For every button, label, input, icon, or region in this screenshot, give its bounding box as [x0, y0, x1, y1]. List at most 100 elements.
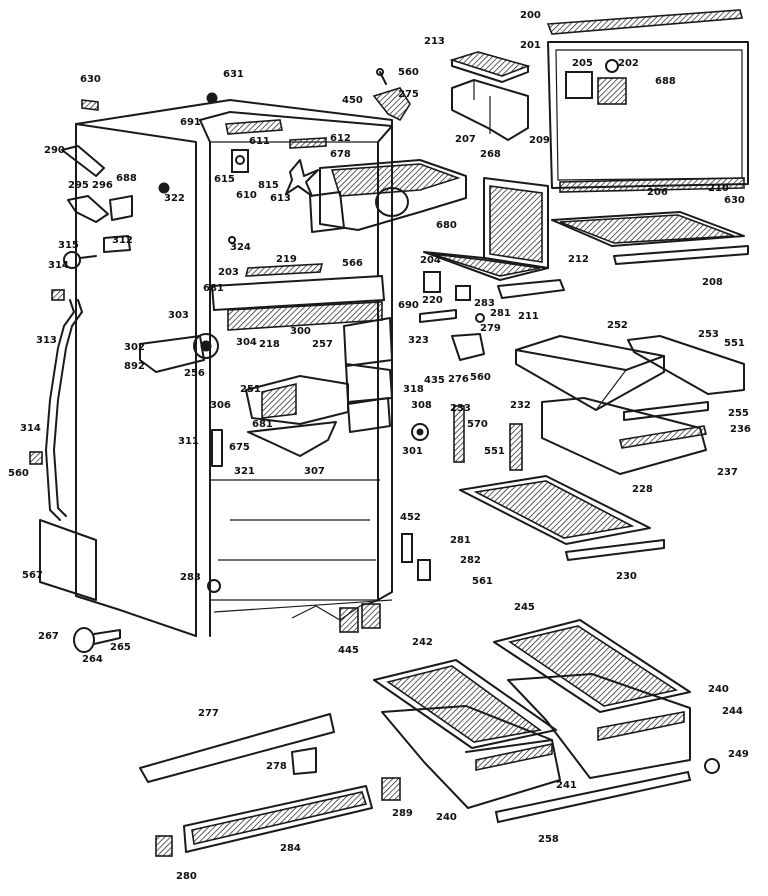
part-number-label: 240	[436, 812, 457, 823]
part-number-label: 281	[450, 535, 471, 546]
freezer-door-panel	[547, 41, 749, 193]
part-number-label: 815	[258, 180, 279, 191]
part-number-label: 268	[480, 149, 501, 160]
part-number-label: 220	[422, 295, 443, 306]
part-number-label: 445	[338, 645, 359, 656]
part-number-label: 302	[124, 342, 145, 353]
toe-grille	[155, 777, 401, 857]
refrigerator-wire-shelf	[459, 475, 665, 561]
bottom-grille-bracket	[139, 713, 335, 783]
part-number-label: 612	[330, 133, 351, 144]
part-number-label: 236	[730, 424, 751, 435]
divider-mullion	[210, 263, 386, 331]
part-number-label: 435	[424, 375, 445, 386]
part-number-label: 280	[176, 871, 197, 882]
part-number-label: 210	[708, 183, 729, 194]
part-number-label: 611	[249, 136, 270, 147]
part-number-label: 200	[520, 10, 541, 21]
part-number-label: 452	[400, 512, 421, 523]
drain-tube	[45, 299, 83, 521]
part-number-label: 303	[168, 310, 189, 321]
part-number-label: 240	[708, 684, 729, 695]
part-number-label: 322	[164, 193, 185, 204]
hinge-left-top	[51, 145, 133, 301]
part-number-label: 257	[312, 339, 333, 350]
part-number-label: 610	[236, 190, 257, 201]
shelf-bracket-hardware	[401, 271, 523, 581]
ice-bucket	[451, 79, 529, 141]
part-number-label: 256	[184, 368, 205, 379]
part-number-label: 296	[92, 180, 113, 191]
part-number-label: 308	[411, 400, 432, 411]
part-number-label: 321	[234, 466, 255, 477]
fan-blade	[285, 159, 319, 197]
fan-motor	[231, 149, 249, 173]
part-number-label: 551	[484, 446, 505, 457]
part-number-label: 203	[218, 267, 239, 278]
part-number-label: 275	[398, 89, 419, 100]
part-number-label: 311	[178, 436, 199, 447]
part-number-label: 566	[342, 258, 363, 269]
part-number-label: 306	[210, 400, 231, 411]
part-number-label: 258	[538, 834, 559, 845]
part-number-label: 276	[448, 374, 469, 385]
ice-tray	[449, 51, 531, 83]
part-number-label: 323	[408, 335, 429, 346]
part-number-label: 561	[472, 576, 493, 587]
part-number-label: 283	[180, 572, 201, 583]
part-number-label: 208	[702, 277, 723, 288]
part-number-label: 277	[198, 708, 219, 719]
part-number-label: 241	[556, 780, 577, 791]
part-number-label: 244	[722, 706, 743, 717]
part-number-label: 315	[58, 240, 79, 251]
part-number-label: 301	[402, 446, 423, 457]
part-number-label: 202	[618, 58, 639, 69]
part-number-label: 255	[728, 408, 749, 419]
part-number-label: 219	[276, 254, 297, 265]
part-number-label: 253	[698, 329, 719, 340]
part-number-label: 213	[424, 36, 445, 47]
part-number-label: 892	[124, 361, 145, 372]
crisper-drawer-right	[507, 673, 691, 779]
crisper-cover-left	[373, 659, 557, 749]
part-number-label: 249	[728, 749, 749, 760]
part-number-label: 212	[568, 254, 589, 265]
freezer-door-top-trim	[546, 9, 744, 35]
freezer-shelf-wire	[551, 211, 749, 265]
part-number-label: 688	[116, 173, 137, 184]
part-number-label: 681	[252, 419, 273, 430]
part-number-label: 284	[280, 843, 301, 854]
freezer-shelf-upright	[423, 177, 565, 299]
part-number-label: 688	[655, 76, 676, 87]
part-number-label: 570	[467, 419, 488, 430]
leveling-leg-left	[29, 451, 43, 465]
crisper-cover-right	[493, 619, 691, 713]
part-number-label: 232	[510, 400, 531, 411]
part-number-label: 690	[398, 300, 419, 311]
part-number-label: 211	[518, 311, 539, 322]
part-number-label: 304	[236, 337, 257, 348]
part-number-label: 560	[8, 468, 29, 479]
part-number-label: 245	[514, 602, 535, 613]
part-number-label: 312	[112, 235, 133, 246]
part-number-label: 233	[450, 403, 471, 414]
part-number-label: 318	[403, 384, 424, 395]
part-number-label: 680	[436, 220, 457, 231]
damper-knob	[411, 423, 429, 441]
part-number-label: 283	[474, 298, 495, 309]
part-number-label: 560	[470, 372, 491, 383]
cabinet-hardware	[158, 68, 411, 593]
part-number-label: 295	[68, 180, 89, 191]
part-number-label: 204	[420, 255, 441, 266]
wiring-harness	[291, 599, 381, 633]
part-number-label: 681	[203, 283, 224, 294]
part-number-label: 613	[270, 193, 291, 204]
part-number-label: 560	[398, 67, 419, 78]
part-number-label: 251	[240, 384, 261, 395]
part-number-label: 205	[572, 58, 593, 69]
part-number-label: 289	[392, 808, 413, 819]
part-number-label: 630	[80, 74, 101, 85]
part-number-label: 314	[48, 260, 69, 271]
part-number-label: 567	[22, 570, 43, 581]
